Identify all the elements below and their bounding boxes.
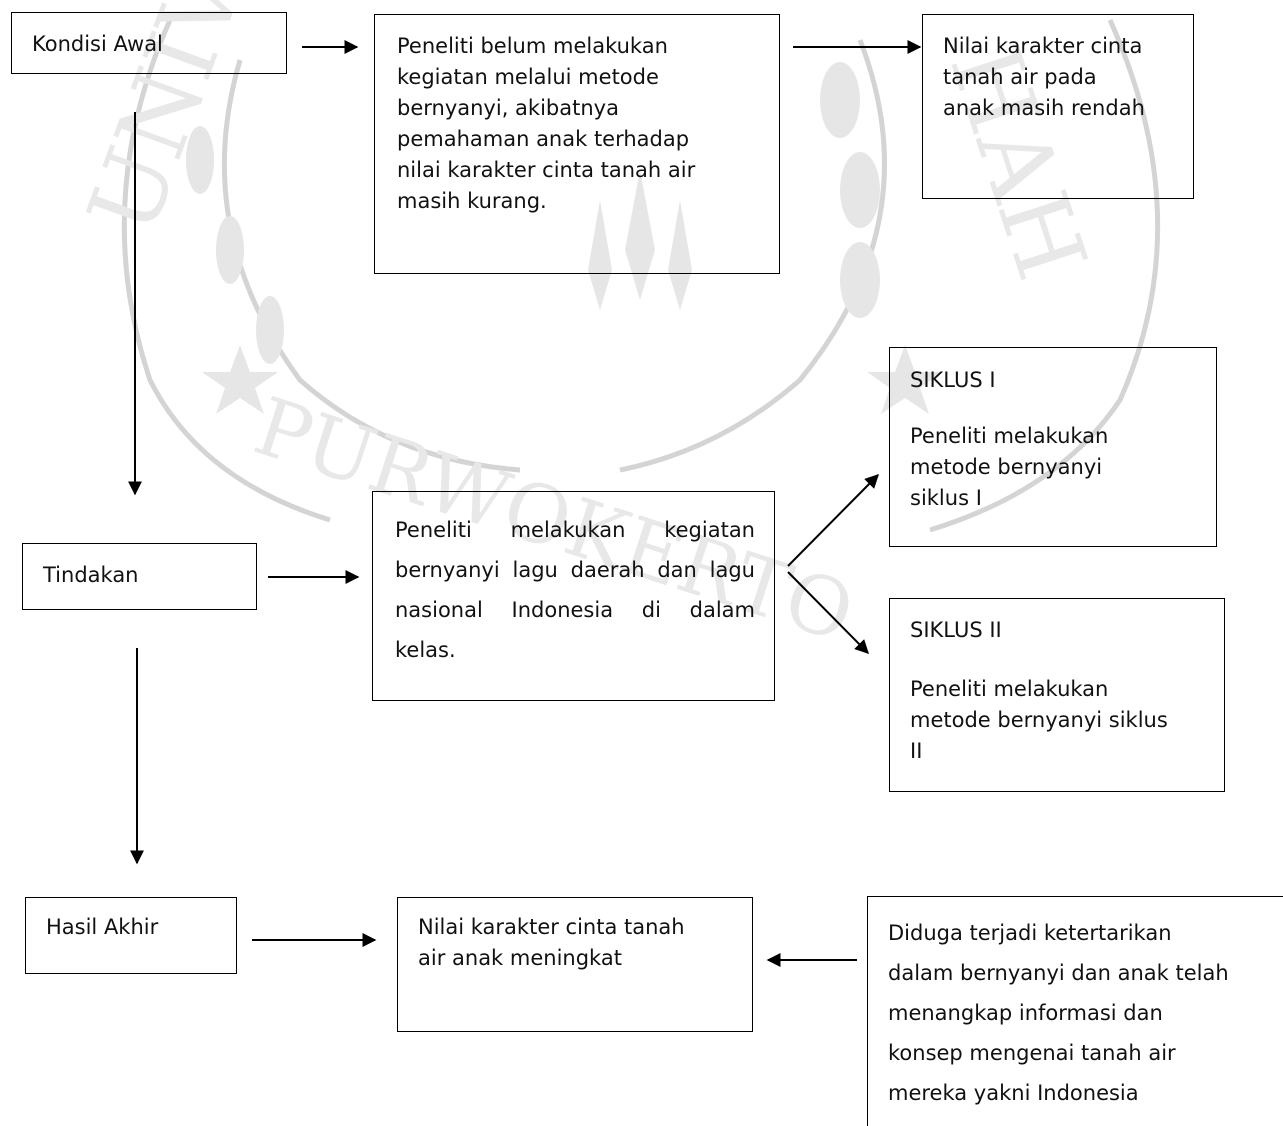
siklus-2-title: SIKLUS II xyxy=(910,618,1002,642)
hasil-akhir-label: Hasil Akhir xyxy=(46,915,159,939)
kondisi-awal-result-box: Nilai karakter cinta tanah air pada anak… xyxy=(922,14,1194,199)
hasil-akhir-reason-box: Diduga terjadi ketertarikan dalam bernya… xyxy=(867,896,1283,1126)
arrow-desc-to-siklus-2 xyxy=(787,571,869,654)
siklus-2-box: SIKLUS II Peneliti melakukan metode bern… xyxy=(889,598,1225,792)
arrow-desc-to-siklus-1 xyxy=(787,474,879,567)
kondisi-awal-result: Nilai karakter cinta tanah air pada anak… xyxy=(943,34,1145,120)
siklus-1-title: SIKLUS I xyxy=(910,368,996,392)
hasil-akhir-box: Hasil Akhir xyxy=(25,897,237,974)
tindakan-label: Tindakan xyxy=(43,563,139,587)
siklus-1-box: SIKLUS I Peneliti melakukan metode berny… xyxy=(889,347,1217,547)
hasil-akhir-result-box: Nilai karakter cinta tanah air anak meni… xyxy=(397,897,753,1032)
tindakan-description-box: Peneliti melakukan kegiatan bernyanyi la… xyxy=(372,491,775,701)
siklus-2-text: Peneliti melakukan metode bernyanyi sikl… xyxy=(910,677,1168,763)
tindakan-description: Peneliti melakukan kegiatan bernyanyi la… xyxy=(395,518,755,662)
kondisi-awal-description-box: Peneliti belum melakukan kegiatan melalu… xyxy=(374,14,780,274)
hasil-akhir-result: Nilai karakter cinta tanah air anak meni… xyxy=(418,915,685,970)
siklus-1-text: Peneliti melakukan metode bernyanyi sikl… xyxy=(910,424,1109,510)
hasil-akhir-reason: Diduga terjadi ketertarikan dalam bernya… xyxy=(888,921,1229,1105)
tindakan-box: Tindakan xyxy=(22,543,257,610)
kondisi-awal-label: Kondisi Awal xyxy=(32,32,163,56)
kondisi-awal-box: Kondisi Awal xyxy=(11,12,287,74)
kondisi-awal-description: Peneliti belum melakukan kegiatan melalu… xyxy=(397,34,696,213)
